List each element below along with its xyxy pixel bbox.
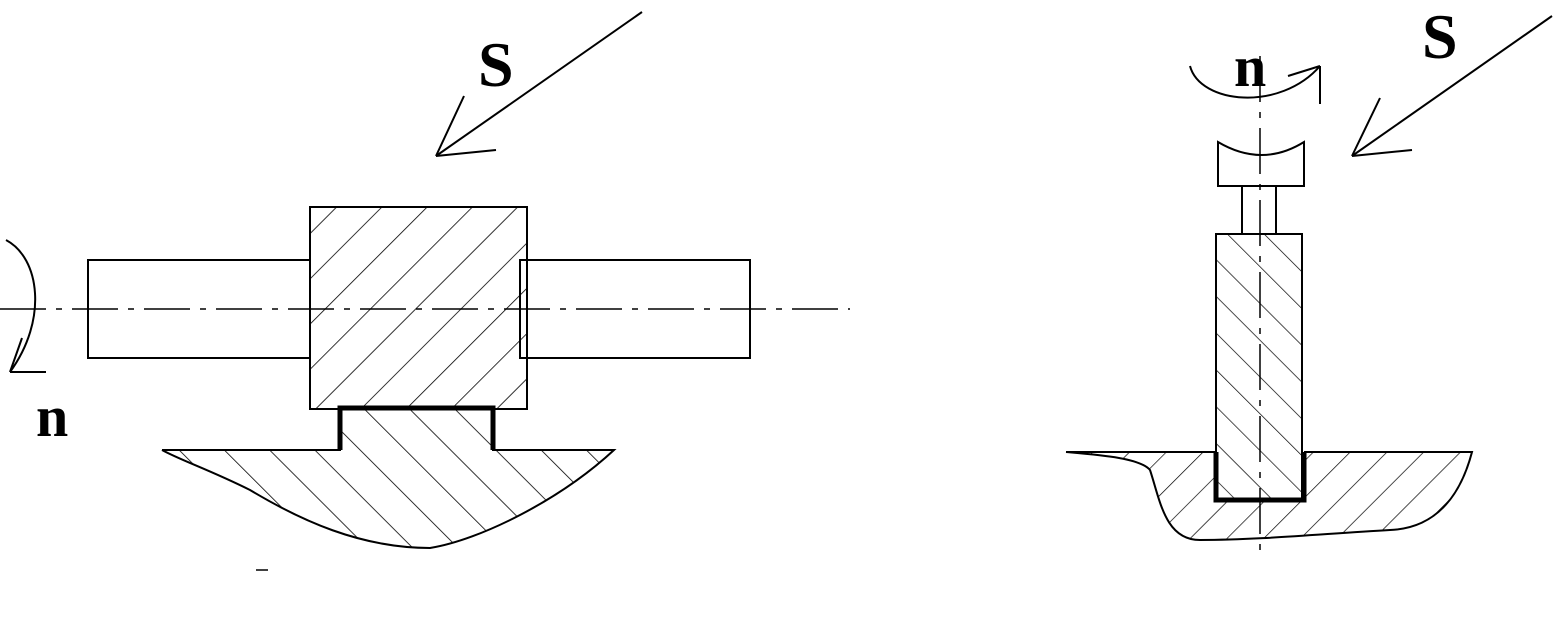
right-rotation-arrow-icon — [1189, 65, 1321, 104]
right-view: n S — [1065, 1, 1553, 560]
left-feed-arrow-icon — [435, 11, 643, 157]
left-cutter — [309, 206, 528, 410]
left-view: n S — [0, 11, 850, 571]
right-feed-label: S — [1422, 1, 1458, 72]
left-rotation-arrow-icon — [5, 239, 46, 373]
right-feed-arrow-icon — [1351, 15, 1553, 157]
right-workpiece — [1065, 451, 1474, 542]
left-workpiece — [161, 405, 617, 550]
left-feed-label: S — [478, 29, 514, 100]
right-rotation-label: n — [1234, 34, 1266, 99]
right-spindle-collar — [1217, 140, 1305, 187]
right-end-mill — [1215, 233, 1303, 501]
right-shank — [1241, 186, 1277, 234]
left-rotation-label: n — [36, 384, 68, 449]
